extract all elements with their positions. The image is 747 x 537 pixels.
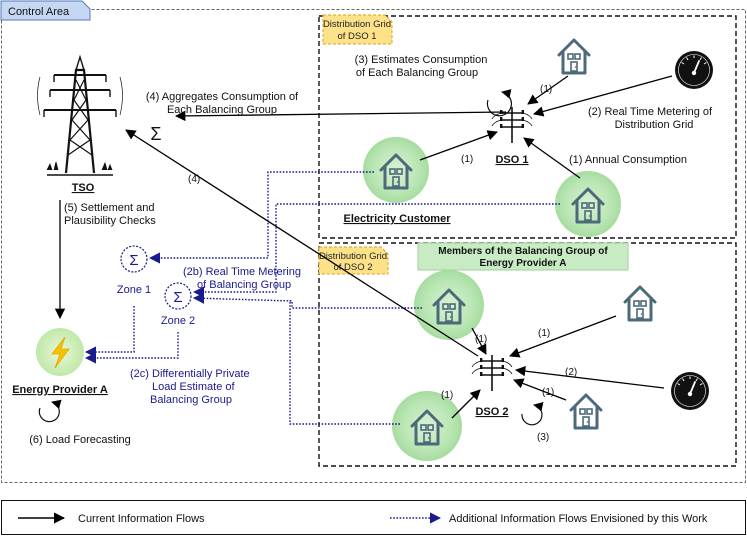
house-icon — [557, 38, 591, 75]
flow-1-annual-label: (1) Annual Consumption — [569, 154, 687, 166]
flow-1-arrow-customer2 — [523, 137, 581, 179]
flow-1-arrow-house-lower — [513, 378, 567, 401]
flow-1-label-c: (1) — [475, 334, 487, 345]
control-area-label: Control Area — [8, 6, 70, 18]
dso2-grid-tag: Distribution Grid of DSO 2 — [318, 246, 389, 275]
flow-2c-line3: Balancing Group — [150, 394, 232, 406]
flow-2-arrow-meter — [532, 75, 673, 117]
electricity-customer-house-2 — [555, 171, 621, 237]
flow-5-line1: (5) Settlement and — [64, 202, 155, 214]
flow-1-arrow-member2 — [451, 389, 481, 419]
dso1-loop — [486, 89, 512, 117]
flow-1-label-a: (1) — [540, 84, 552, 95]
control-area-tab: Control Area — [0, 0, 91, 21]
flow-4-arrow-dso2 — [125, 129, 479, 357]
dso2-label: DSO 2 — [475, 406, 508, 418]
blue-flow-zone2-provider — [84, 332, 179, 364]
flow-1-arrow-member1 — [471, 327, 487, 355]
blue-flow-customer2-zone2 — [192, 203, 560, 298]
blue-flow-zone1-provider — [84, 306, 135, 358]
flow-2-line1: (2) Real Time Metering of — [588, 106, 713, 118]
dso1-grid-label-2: of DSO 1 — [337, 31, 376, 42]
meter-icon — [674, 50, 714, 90]
balancing-member-house-2 — [392, 391, 462, 461]
flow-2b-line2: of Balancing Group — [197, 279, 291, 291]
flow-3-label-b: (3) — [537, 432, 549, 443]
flow-4-short-label: (4) — [188, 174, 200, 185]
blue-flow-member2-zone2 — [289, 300, 400, 425]
flow-1-label-b: (1) — [461, 154, 473, 165]
zone2-label: Zone 2 — [161, 315, 195, 327]
flow-3-dso1-line2: of Each Balancing Group — [356, 67, 478, 79]
dso1-label: DSO 1 — [495, 154, 528, 166]
dso2-loop — [521, 402, 544, 426]
house-icon — [623, 285, 657, 322]
dso1-grid-box — [318, 15, 737, 239]
balancing-group-label-2: Energy Provider A — [480, 258, 567, 269]
blue-flow-member1-zone2 — [192, 292, 422, 309]
dso2-grid-label-2: of DSO 2 — [333, 262, 372, 273]
electricity-customer-label: Electricity Customer — [344, 213, 452, 225]
flow-2-arrow-meter2 — [514, 365, 665, 389]
tso-sigma: Σ — [150, 124, 161, 144]
svg-text:Σ: Σ — [129, 252, 138, 269]
zone1-sigma-node: Σ — [120, 245, 148, 273]
balancing-member-house-1 — [414, 270, 484, 340]
flow-4-line2: Each Balancing Group — [167, 104, 277, 116]
legend-additional-label: Additional Information Flows Envisioned … — [449, 513, 708, 525]
zone1-label: Zone 1 — [117, 284, 151, 296]
dso1-grid-label-1: Distribution Grid — [323, 19, 391, 30]
flow-6-label: (6) Load Forecasting — [29, 434, 131, 446]
dso2-grid-label-1: Distribution Grid — [319, 251, 387, 262]
flow-3-dso1-line1: (3) Estimates Consumption — [355, 54, 488, 66]
dso1-grid-tag: Distribution Grid of DSO 1 — [322, 14, 393, 45]
tso-label: TSO — [72, 182, 95, 194]
flow-1-label-e: (1) — [542, 387, 554, 398]
balancing-group-label-1: Members of the Balancing Group of — [438, 246, 608, 257]
legend-box — [1, 500, 746, 535]
house-icon — [569, 393, 603, 430]
meter-icon — [670, 371, 710, 411]
legend-current-label: Current Information Flows — [78, 513, 205, 525]
flow-2-label-b: (2) — [565, 367, 577, 378]
control-area-border — [1, 9, 746, 483]
flow-1-arrow-house-right — [509, 315, 617, 358]
tso-pylon-icon — [37, 54, 123, 176]
flow-1-label-f: (1) — [441, 390, 453, 401]
dso2-pole-icon — [471, 354, 513, 392]
flow-1-arrow-house — [527, 75, 569, 105]
flow-1-arrow-customer1 — [419, 130, 498, 161]
flow-4-line1: (4) Aggregates Consumption of — [146, 91, 299, 103]
flow-1-label-d: (1) — [538, 328, 550, 339]
balancing-group-box: Members of the Balancing Group of Energy… — [417, 242, 629, 271]
zone2-sigma-node: Σ — [164, 282, 192, 310]
svg-text:Σ: Σ — [173, 289, 182, 306]
flow-2b-line1: (2b) Real Time Metering — [183, 266, 301, 278]
flow-5-line2: Plausibility Checks — [64, 215, 156, 227]
energy-provider-icon — [36, 328, 84, 376]
dso2-grid-box — [318, 242, 737, 467]
load-forecast-loop — [38, 399, 62, 423]
flow-2c-line2: Load Estimate of — [152, 381, 235, 393]
flow-2c-line1: (2c) Differentially Private — [130, 368, 250, 380]
energy-provider-label: Energy Provider A — [12, 384, 108, 396]
electricity-customer-house-1 — [363, 137, 429, 203]
flow-2-line2: Distribution Grid — [615, 119, 694, 131]
flow-4-arrow-dso1 — [174, 110, 507, 122]
blue-flow-customer1-zone1 — [148, 171, 374, 264]
